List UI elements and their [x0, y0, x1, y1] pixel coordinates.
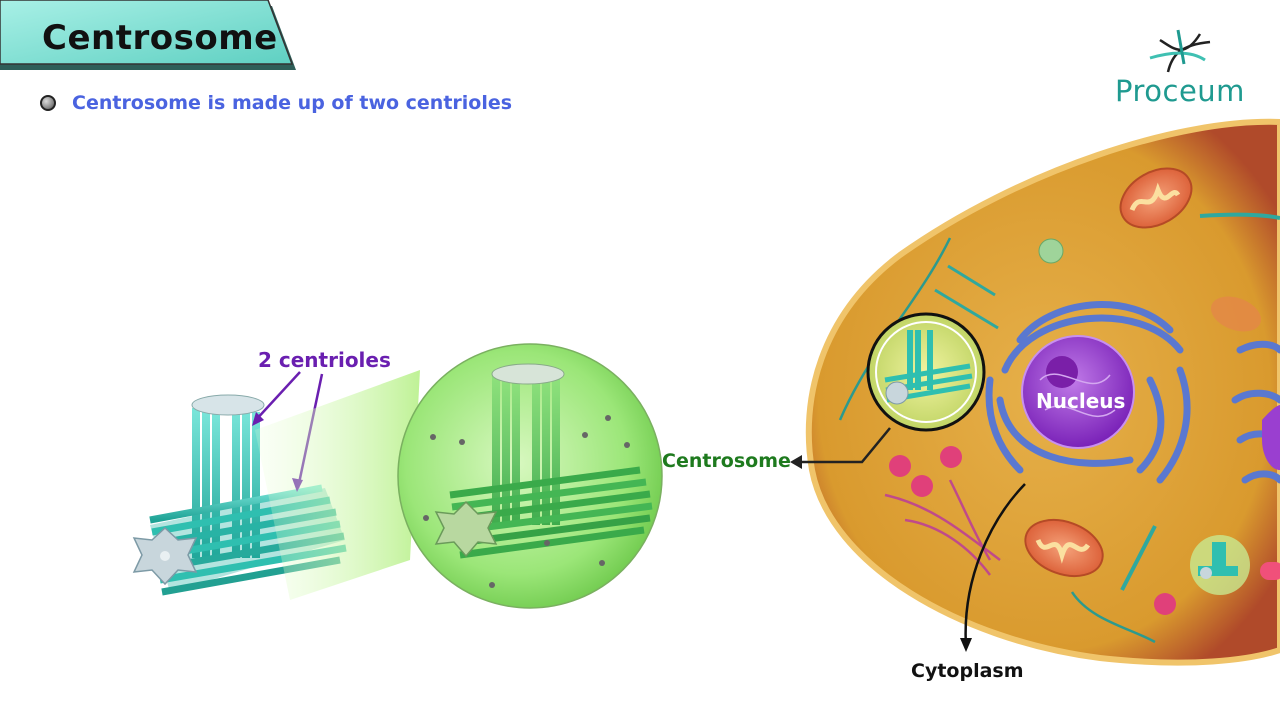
endoplasmic-reticulum — [985, 301, 1280, 484]
page-title: Centrosome — [42, 18, 278, 58]
centrosome-sphere — [397, 343, 663, 609]
bullet-icon — [40, 95, 56, 111]
label-centrioles: 2 centrioles — [258, 348, 391, 372]
label-centrosome: Centrosome — [662, 450, 791, 472]
bullet-text: Centrosome is made up of two centrioles — [72, 92, 513, 114]
mitochondrion-bottom — [1024, 518, 1104, 578]
mitochondrion-faded — [1210, 296, 1262, 332]
centrosome-highlight — [866, 312, 986, 432]
vertical-centriole — [191, 394, 265, 558]
small-centrosome — [1190, 535, 1250, 595]
nucleus-shape — [1021, 335, 1280, 470]
mitochondrion-top — [1119, 167, 1193, 229]
cell-filaments — [838, 212, 1280, 644]
cytoplasm-pointer — [960, 483, 1026, 652]
vesicles — [889, 238, 1280, 615]
title-banner-shape — [0, 0, 296, 70]
zoom-beam — [255, 370, 420, 600]
centrosome-pointer — [790, 427, 891, 469]
proceum-logo: Proceum — [1115, 74, 1245, 108]
proceum-logo-icon — [1149, 29, 1211, 73]
label-cytoplasm: Cytoplasm — [911, 660, 1024, 682]
label-nucleus: Nucleus — [1036, 389, 1126, 413]
